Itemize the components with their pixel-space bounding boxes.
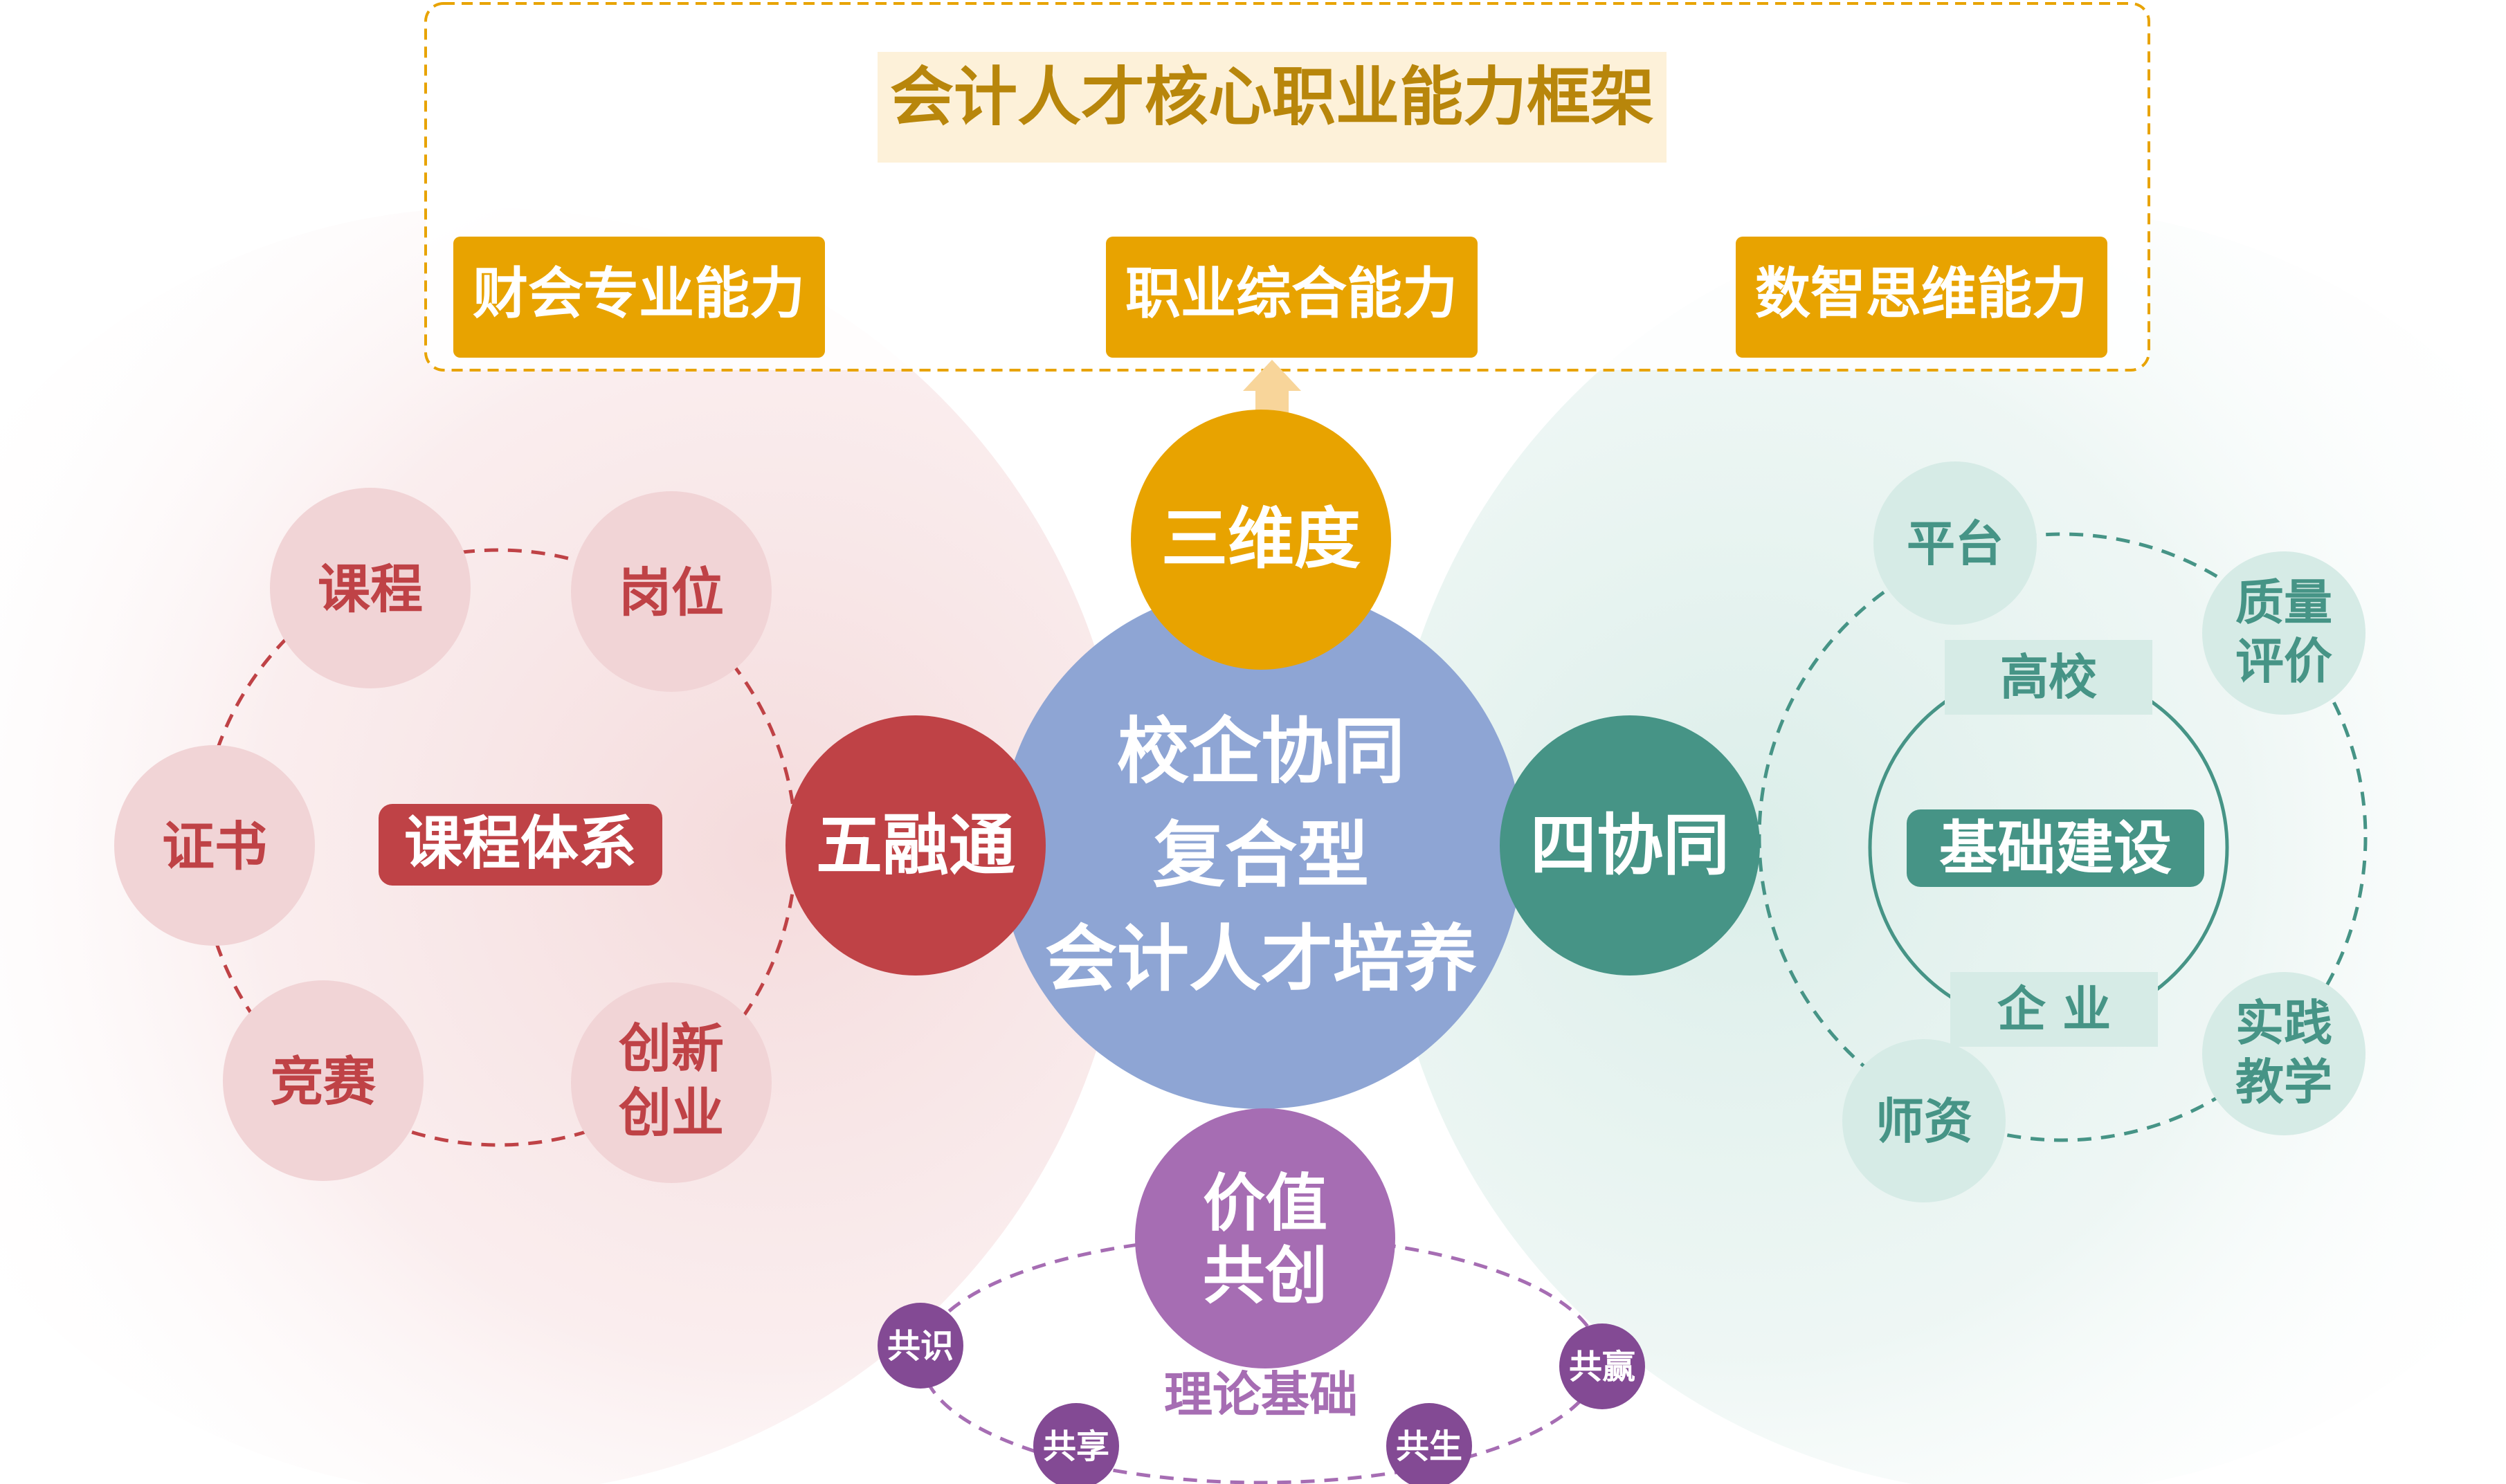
theory-basis-label: 理论基础 bbox=[1164, 1366, 1358, 1423]
svg-text:岗位: 岗位 bbox=[619, 562, 724, 623]
svg-text:质量: 质量 bbox=[2235, 574, 2332, 631]
ability-box-comprehensive: 职业综合能力 bbox=[1106, 237, 1478, 358]
framework-box bbox=[424, 2, 2150, 372]
framework-title-bg bbox=[878, 52, 1667, 163]
svg-text:高校: 高校 bbox=[2000, 649, 2097, 706]
ability-label: 财会专业能力 bbox=[473, 262, 805, 326]
svg-text:共赢: 共赢 bbox=[1569, 1348, 1635, 1386]
node-sharing: 共享 bbox=[1033, 1403, 1119, 1484]
svg-text:共识: 共识 bbox=[887, 1327, 954, 1366]
node-platform: 平台 bbox=[1873, 461, 2037, 625]
tag-university: 高校 bbox=[1945, 640, 2152, 715]
node-win-win: 共赢 bbox=[1559, 1323, 1645, 1409]
node-symbiosis: 共生 bbox=[1386, 1403, 1472, 1484]
svg-text:五融通: 五融通 bbox=[816, 807, 1015, 884]
node-practical-teaching: 实践 教学 bbox=[2202, 972, 2366, 1135]
five-integration-circle: 五融通 bbox=[786, 715, 1046, 975]
node-faculty: 师资 bbox=[1842, 1039, 2006, 1202]
svg-text:平台: 平台 bbox=[1907, 515, 2004, 572]
svg-text:价值: 价值 bbox=[1203, 1167, 1327, 1240]
svg-text:四协同: 四协同 bbox=[1530, 807, 1729, 884]
node-post: 岗位 bbox=[571, 491, 772, 692]
svg-text:课程体系: 课程体系 bbox=[404, 809, 637, 877]
center-hub bbox=[999, 586, 1523, 1109]
value-cocreation-circle: 价值 共创 bbox=[1135, 1108, 1395, 1368]
ability-label: 数智思维能力 bbox=[1755, 262, 2087, 326]
three-dimensions-circle: 三维度 bbox=[1131, 410, 1391, 670]
node-competition: 竞赛 bbox=[223, 980, 424, 1181]
svg-text:共创: 共创 bbox=[1203, 1240, 1327, 1312]
svg-text:竞赛: 竞赛 bbox=[271, 1051, 376, 1112]
tag-enterprise: 企 业 bbox=[1950, 972, 2158, 1047]
four-collaboration-circle: 四协同 bbox=[1500, 715, 1760, 975]
node-consensus: 共识 bbox=[878, 1303, 963, 1389]
svg-text:创业: 创业 bbox=[619, 1082, 724, 1144]
svg-text:企 业: 企 业 bbox=[1997, 981, 2111, 1038]
center-line: 复合型 bbox=[1153, 813, 1369, 897]
infrastructure-hub: 基础建设 bbox=[1907, 809, 2204, 887]
svg-text:共生: 共生 bbox=[1396, 1427, 1462, 1466]
svg-text:师资: 师资 bbox=[1876, 1093, 1972, 1150]
curriculum-system-hub: 课程体系 bbox=[379, 804, 662, 886]
center-line: 会计人才培养 bbox=[1045, 917, 1477, 1001]
ability-box-professional: 财会专业能力 bbox=[453, 237, 825, 358]
center-line: 校企协同 bbox=[1117, 709, 1405, 794]
svg-text:实践: 实践 bbox=[2235, 995, 2332, 1052]
ability-label: 职业综合能力 bbox=[1125, 262, 1458, 326]
svg-text:证书: 证书 bbox=[162, 816, 267, 877]
ability-box-digital: 数智思维能力 bbox=[1736, 237, 2107, 358]
node-innovation-entrepreneurship: 创新 创业 bbox=[571, 982, 772, 1183]
node-course: 课程 bbox=[270, 488, 471, 688]
svg-text:三维度: 三维度 bbox=[1161, 500, 1361, 578]
node-certificate: 证书 bbox=[114, 745, 315, 946]
node-quality-evaluation: 质量 评价 bbox=[2202, 551, 2366, 715]
svg-text:创新: 创新 bbox=[619, 1018, 724, 1079]
svg-text:基础建设: 基础建设 bbox=[1939, 814, 2172, 882]
framework-title: 会计人才核心职业能力框架 bbox=[890, 60, 1654, 134]
up-arrow bbox=[1243, 360, 1301, 422]
svg-text:评价: 评价 bbox=[2235, 633, 2332, 690]
svg-text:共享: 共享 bbox=[1043, 1427, 1109, 1466]
svg-text:课程: 课程 bbox=[318, 558, 423, 620]
svg-text:教学: 教学 bbox=[2235, 1054, 2332, 1110]
